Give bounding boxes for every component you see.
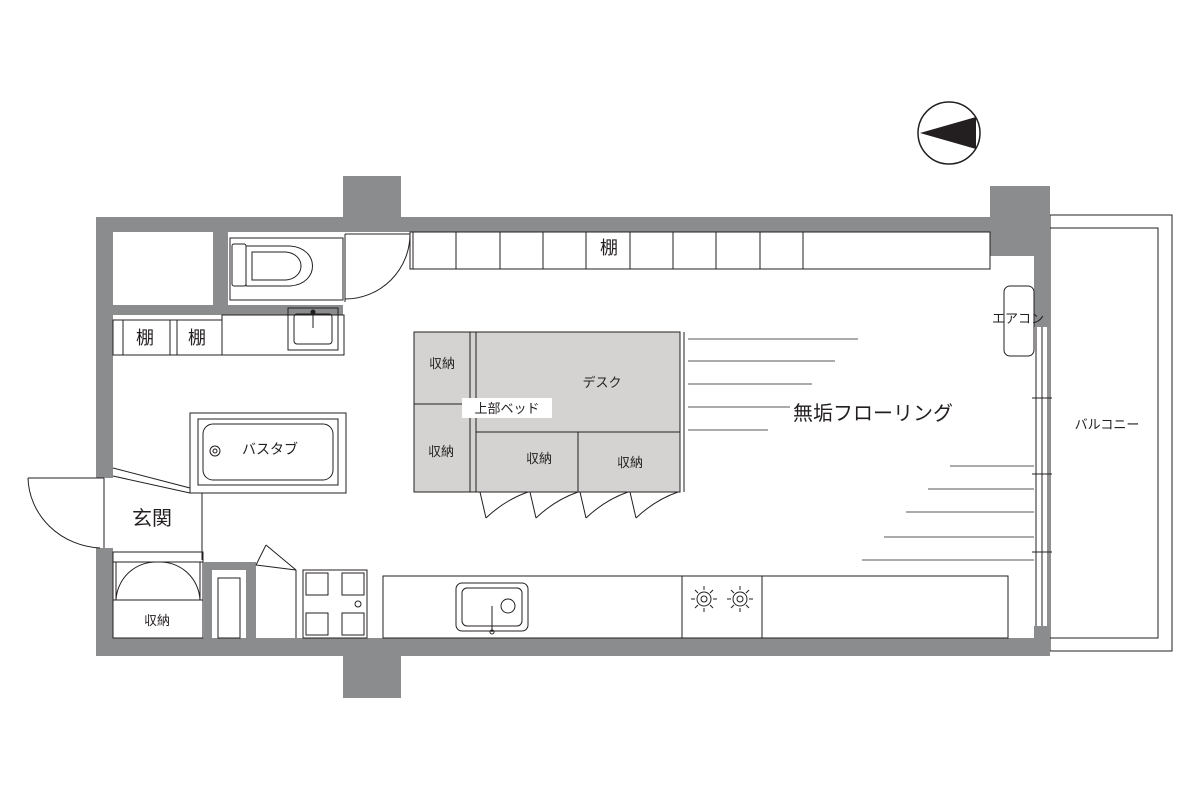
shelf-left-1-label: 棚 — [136, 328, 154, 349]
bottom-closet — [217, 544, 297, 639]
entrance-area — [27, 467, 203, 560]
balcony-window — [1032, 327, 1052, 626]
flooring-lines — [688, 338, 1034, 561]
storage-4-label: 収納 — [617, 456, 643, 471]
bathtub-label: バスタブ — [242, 441, 298, 458]
entrance-label: 玄関 — [132, 506, 172, 530]
kitchen-sink-icon — [455, 582, 529, 635]
storage-entry-label: 収納 — [144, 614, 170, 629]
walls — [96, 176, 1050, 698]
storage-1-label: 収納 — [429, 357, 455, 372]
loft-bed-label: 上部ベッド — [474, 402, 539, 417]
stove-burner-icon — [691, 586, 753, 612]
balcony-label: バルコニー — [1075, 418, 1140, 433]
left-shelves — [112, 319, 223, 356]
kitchen-counter — [382, 575, 1009, 639]
storage-2-label: 収納 — [428, 445, 454, 460]
entry-storage — [112, 551, 204, 639]
sink-icon — [221, 307, 345, 356]
loft-bed-label-bg — [462, 398, 552, 418]
compass-icon — [917, 101, 981, 165]
top-shelf — [409, 231, 991, 270]
storage-3-label: 収納 — [526, 452, 552, 467]
aircon-label: エアコン — [992, 312, 1044, 327]
bathtub-icon — [189, 412, 347, 494]
toilet-icon — [229, 237, 344, 301]
shelf-left-2-label: 棚 — [188, 328, 206, 349]
aircon-icon — [1003, 285, 1035, 357]
shelf-top-label: 棚 — [600, 238, 618, 259]
desk-label: デスク — [582, 375, 621, 391]
washing-machine-icon — [302, 569, 368, 639]
balcony — [1049, 214, 1173, 652]
door-swing-icon — [344, 233, 411, 302]
flooring-label: 無垢フローリング — [793, 401, 953, 425]
